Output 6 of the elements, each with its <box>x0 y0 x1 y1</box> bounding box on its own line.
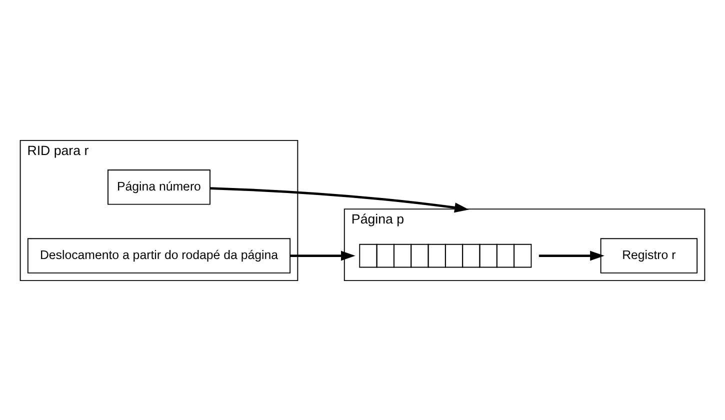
node-box: Deslocamento a partir do rodapé da página <box>27 238 291 273</box>
arrow <box>290 250 356 260</box>
node-box: Registro r <box>600 238 698 273</box>
arrow <box>538 250 604 260</box>
node-box: Página número <box>108 169 210 204</box>
arrow <box>210 186 469 212</box>
